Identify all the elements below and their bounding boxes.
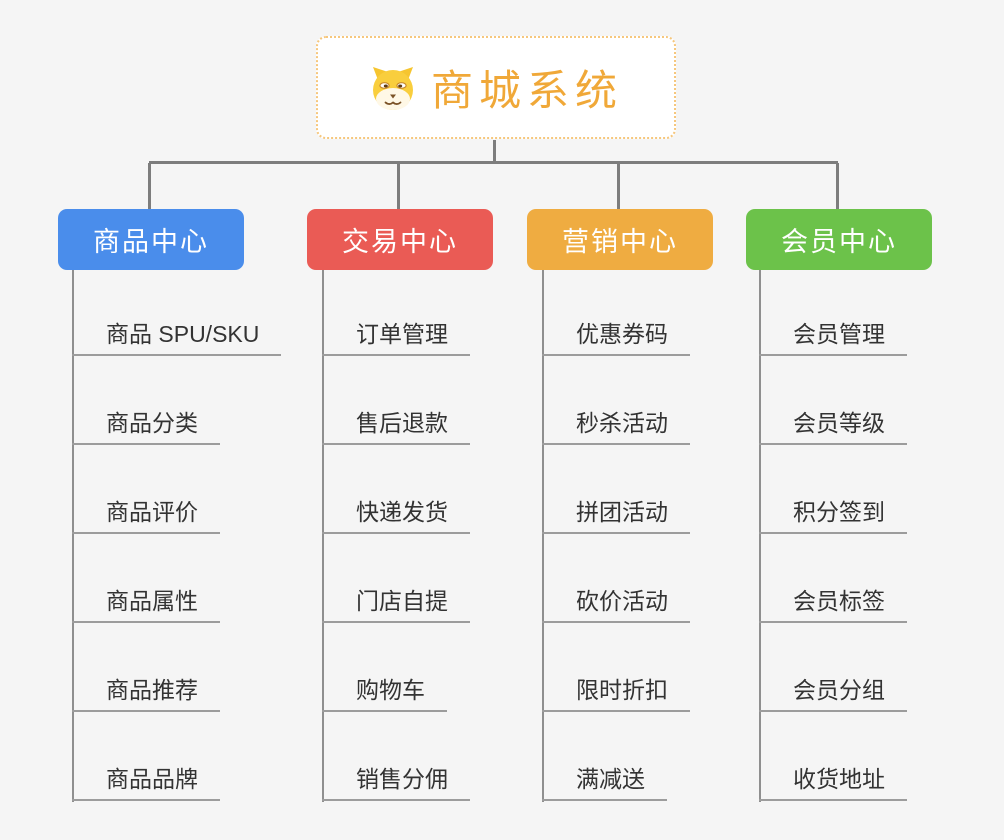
connector-trunk-product <box>72 270 74 802</box>
connector-horizontal-spine <box>149 161 838 164</box>
connector-drop-product <box>148 163 151 209</box>
leaf-node[interactable]: 商品属性 <box>72 588 220 623</box>
leaf-node[interactable]: 商品 SPU/SKU <box>72 321 282 356</box>
leaf-node[interactable]: 快递发货 <box>322 499 470 534</box>
leaf-node[interactable]: 会员等级 <box>759 410 907 445</box>
leaf-node[interactable]: 门店自提 <box>322 588 470 623</box>
leaf-node[interactable]: 拼团活动 <box>542 499 690 534</box>
leaf-node[interactable]: 秒杀活动 <box>542 410 690 445</box>
leaf-node[interactable]: 购物车 <box>322 677 447 712</box>
leaf-node[interactable]: 积分签到 <box>759 499 907 534</box>
leaf-node[interactable]: 砍价活动 <box>542 588 690 623</box>
leaf-node[interactable]: 售后退款 <box>322 410 470 445</box>
leaf-node[interactable]: 会员标签 <box>759 588 907 623</box>
branch-member-center[interactable]: 会员中心 <box>746 209 932 270</box>
leaf-node[interactable]: 满减送 <box>542 766 667 801</box>
leaf-node[interactable]: 商品分类 <box>72 410 220 445</box>
connector-drop-trade <box>397 163 400 209</box>
root-node[interactable]: 商城系统 <box>316 36 676 139</box>
leaf-node[interactable]: 订单管理 <box>322 321 470 356</box>
leaf-node[interactable]: 商品评价 <box>72 499 220 534</box>
leaf-node[interactable]: 会员管理 <box>759 321 907 356</box>
leaf-node[interactable]: 商品推荐 <box>72 677 220 712</box>
connector-trunk-marketing <box>542 270 544 802</box>
leaf-node[interactable]: 收货地址 <box>759 766 907 801</box>
leaf-node[interactable]: 商品品牌 <box>72 766 220 801</box>
shiba-dog-icon <box>372 66 413 110</box>
leaf-node[interactable]: 限时折扣 <box>542 677 690 712</box>
connector-drop-member <box>836 163 839 209</box>
branch-marketing-center[interactable]: 营销中心 <box>527 209 713 270</box>
leaf-node[interactable]: 优惠券码 <box>542 321 690 356</box>
leaf-node[interactable]: 会员分组 <box>759 677 907 712</box>
connector-drop-marketing <box>617 163 620 209</box>
root-title: 商城系统 <box>430 67 623 114</box>
leaf-node[interactable]: 销售分佣 <box>322 766 470 801</box>
branch-product-center[interactable]: 商品中心 <box>58 209 244 270</box>
connector-trunk-trade <box>322 270 324 802</box>
branch-trade-center[interactable]: 交易中心 <box>307 209 493 270</box>
connector-root-drop <box>493 140 496 163</box>
connector-trunk-member <box>759 270 761 802</box>
